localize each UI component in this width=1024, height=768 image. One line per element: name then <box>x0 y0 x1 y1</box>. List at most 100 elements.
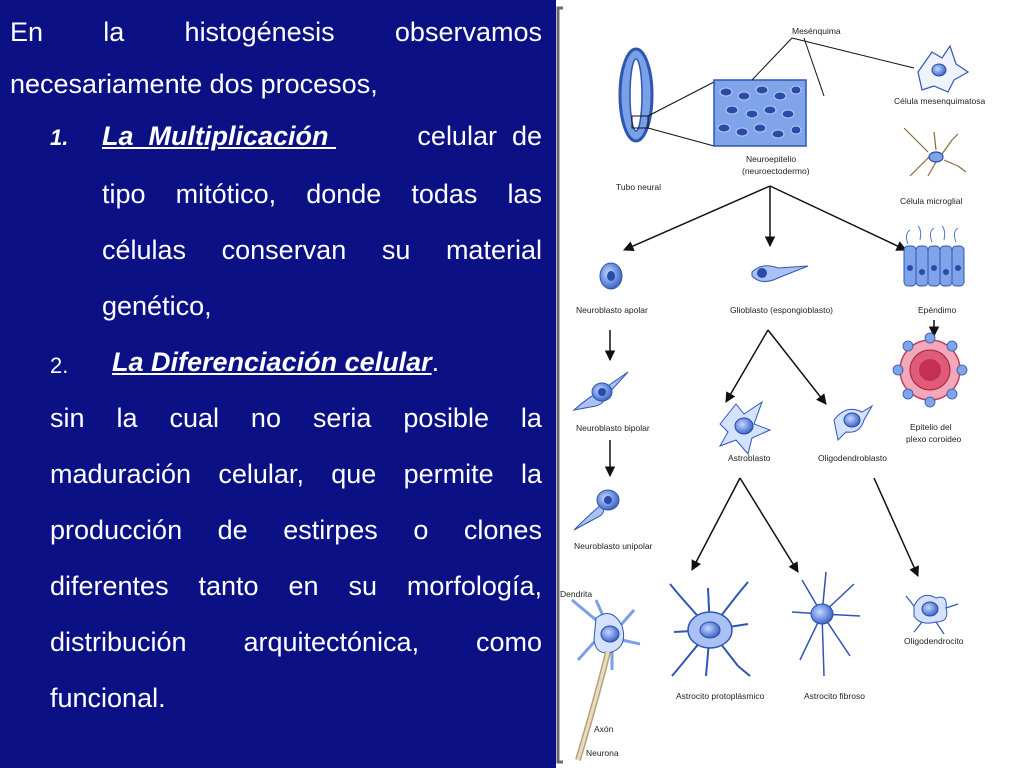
label-ependimo: Epéndimo <box>918 305 957 315</box>
label-celula-microglial: Célula microglial <box>900 196 962 206</box>
label-neurona: Neurona <box>586 748 619 758</box>
astrocito-fibroso-icon <box>791 571 861 677</box>
word: de <box>217 515 248 545</box>
word: tipo <box>102 179 146 209</box>
arrow <box>691 477 741 571</box>
item-1-line-2: tipo mitótico, donde todas las <box>102 178 542 210</box>
astrocito-protoplasmico-icon <box>669 581 751 677</box>
word: producción <box>50 515 183 545</box>
item-1-title: La Multiplicación <box>102 121 337 151</box>
word: mitótico, <box>175 179 277 209</box>
label-oligodendroblasto: Oligodendroblasto <box>818 453 887 463</box>
paragraph-line-3: producción de estirpes o clones <box>50 514 542 546</box>
arrow <box>623 185 771 252</box>
word: o <box>413 515 429 545</box>
word: estirpes <box>283 515 378 545</box>
word: seria <box>312 403 372 433</box>
connector-line <box>751 37 793 81</box>
word: células <box>102 235 187 265</box>
word: tanto <box>198 571 259 601</box>
word: que <box>331 459 377 489</box>
oligodendroblasto-icon <box>833 404 874 442</box>
item-2-line: La Diferenciación celular. <box>112 346 439 378</box>
word: la <box>520 403 542 433</box>
word: todas <box>411 179 478 209</box>
glioblasto-icon <box>751 265 809 282</box>
word: posible <box>403 403 489 433</box>
word: la <box>520 459 542 489</box>
paragraph-line-2: maduración celular, que permite la <box>50 458 542 490</box>
connector-line <box>647 127 715 147</box>
word: la <box>116 403 138 433</box>
diagram-svg: Mesénquima Célula mesenquimatosa Tubo ne… <box>556 6 985 764</box>
word: no <box>250 403 281 433</box>
label-astrocito-fibroso: Astrocito fibroso <box>804 691 865 701</box>
arrow <box>739 477 799 573</box>
word: sin <box>50 403 85 433</box>
left-bracket <box>556 6 563 764</box>
connector-line <box>791 37 915 69</box>
neuroblasto-apolar-icon <box>599 262 623 290</box>
label-dendrita: Dendrita <box>560 589 592 599</box>
arrow <box>767 329 827 405</box>
item-1-rest: celular de <box>417 121 542 151</box>
label-astrocito-protoplasmico: Astrocito protoplásmico <box>676 691 765 701</box>
word: las <box>507 179 542 209</box>
oligodendrocito-icon <box>905 594 959 635</box>
connector-line <box>647 81 715 117</box>
item-2-tail: . <box>431 347 440 377</box>
tubo-neural-icon <box>618 47 654 143</box>
label-tubo-neural: Tubo neural <box>616 182 661 192</box>
label-neuroblasto-apolar: Neuroblasto apolar <box>576 305 648 315</box>
label-oligodendrocito: Oligodendrocito <box>904 636 964 646</box>
item-2-number: 2. <box>50 353 69 378</box>
label-neuroblasto-unipolar: Neuroblasto unipolar <box>574 541 653 551</box>
word: En <box>10 17 44 47</box>
astroblasto-icon <box>718 400 772 456</box>
label-neuroepitelio: Neuroepitelio <box>746 154 796 164</box>
word: celular, <box>218 459 304 489</box>
paragraph-line-4: diferentes tanto en su morfología, <box>50 570 542 602</box>
paragraph-line-5: distribución arquitectónica, como <box>50 626 542 658</box>
item-1-number: 1. <box>50 125 69 150</box>
label-neuroectodermo: (neuroectodermo) <box>742 166 810 176</box>
intro-line-1: En la histogénesis observamos <box>10 16 542 48</box>
neuroepitelio-icon <box>713 79 807 147</box>
word: permite <box>403 459 494 489</box>
celula-mesenquimatosa-icon <box>917 44 970 93</box>
word: en <box>288 571 319 601</box>
neuroblasto-bipolar-icon <box>572 371 629 411</box>
item-1-line-1: La Multiplicación celular de <box>102 120 542 152</box>
connector-line <box>803 37 825 97</box>
word: como <box>475 627 542 657</box>
item-1-line-3: células conservan su material <box>102 234 542 266</box>
word: la <box>103 17 125 47</box>
word: observamos <box>394 17 542 47</box>
ependimo-icon <box>903 225 965 287</box>
word: morfología, <box>406 571 542 601</box>
label-mesenquima: Mesénquima <box>792 26 841 36</box>
label-celula-mesenquimatosa: Célula mesenquimatosa <box>894 96 985 106</box>
label-glioblasto: Glioblasto (espongioblasto) <box>730 305 833 315</box>
word: distribución <box>50 627 187 657</box>
word: su <box>348 571 377 601</box>
celula-microglial-icon <box>903 127 967 177</box>
label-axon: Axón <box>594 724 614 734</box>
label-epitelio-plexo-1: Epitelio del <box>910 422 952 432</box>
arrow <box>725 329 769 403</box>
word: diferentes <box>50 571 169 601</box>
label-astroblasto: Astroblasto <box>728 453 771 463</box>
plexo-coroideo-icon <box>892 332 968 408</box>
paragraph-line-6: funcional. <box>50 683 166 713</box>
item-2-title: La Diferenciación celular <box>112 347 432 377</box>
label-epitelio-plexo-2: plexo coroideo <box>906 434 962 444</box>
word: conservan <box>221 235 347 265</box>
text-panel: En la histogénesis observamos necesariam… <box>10 16 542 713</box>
paragraph-line-1: sin la cual no seria posible la <box>50 402 542 434</box>
label-neuroblasto-bipolar: Neuroblasto bipolar <box>576 423 650 433</box>
word: material <box>445 235 542 265</box>
neurona-icon <box>571 598 641 761</box>
intro-line-2: necesariamente dos procesos, <box>10 69 378 99</box>
word: histogénesis <box>184 17 335 47</box>
item-1-line-4: genético, <box>102 291 212 321</box>
